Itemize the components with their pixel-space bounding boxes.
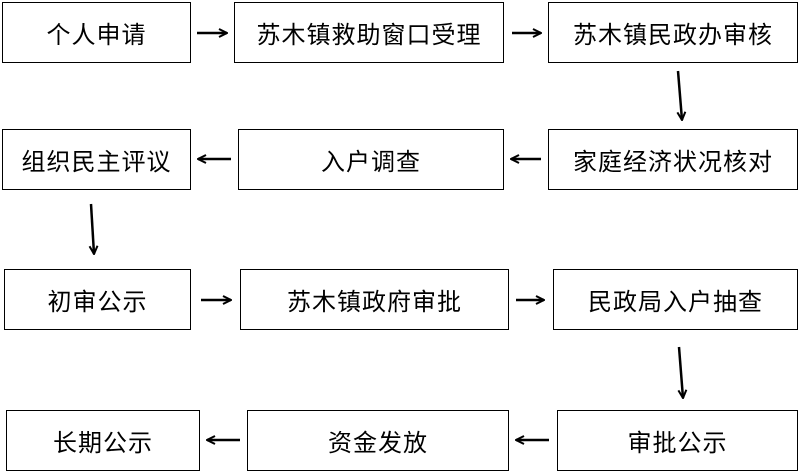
step-personal-application: 个人申请	[2, 2, 191, 63]
step-civil-affairs-review: 苏木镇民政办审核	[548, 2, 798, 63]
step-label: 苏木镇民政办审核	[573, 21, 773, 49]
step-approval-publicity: 审批公示	[557, 410, 798, 471]
step-label: 组织民主评议	[21, 148, 172, 176]
step-home-investigation: 入户调查	[238, 129, 504, 190]
step-long-term-publicity: 长期公示	[6, 410, 200, 471]
step-label: 入户调查	[321, 148, 421, 176]
step-fund-disbursement: 资金发放	[247, 410, 509, 471]
step-label: 苏木镇政府审批	[287, 288, 462, 316]
step-label: 民政局入户抽查	[588, 288, 763, 316]
step-preliminary-publicity: 初审公示	[4, 269, 191, 330]
arrow-down	[678, 70, 682, 120]
step-label: 审批公示	[627, 429, 728, 457]
step-economic-verification: 家庭经济状况核对	[548, 129, 798, 190]
arrow-down	[679, 346, 683, 398]
step-label: 苏木镇救助窗口受理	[256, 21, 482, 49]
step-spot-check: 民政局入户抽查	[553, 269, 798, 330]
step-label: 个人申请	[46, 21, 147, 49]
step-window-acceptance: 苏木镇救助窗口受理	[234, 2, 504, 63]
step-label: 初审公示	[47, 288, 148, 316]
step-label: 长期公示	[53, 429, 153, 457]
step-label: 家庭经济状况核对	[573, 148, 773, 176]
arrow-down	[91, 203, 94, 254]
step-democratic-review: 组织民主评议	[2, 129, 191, 190]
step-label: 资金发放	[328, 429, 428, 457]
step-town-government-approval: 苏木镇政府审批	[240, 269, 509, 330]
